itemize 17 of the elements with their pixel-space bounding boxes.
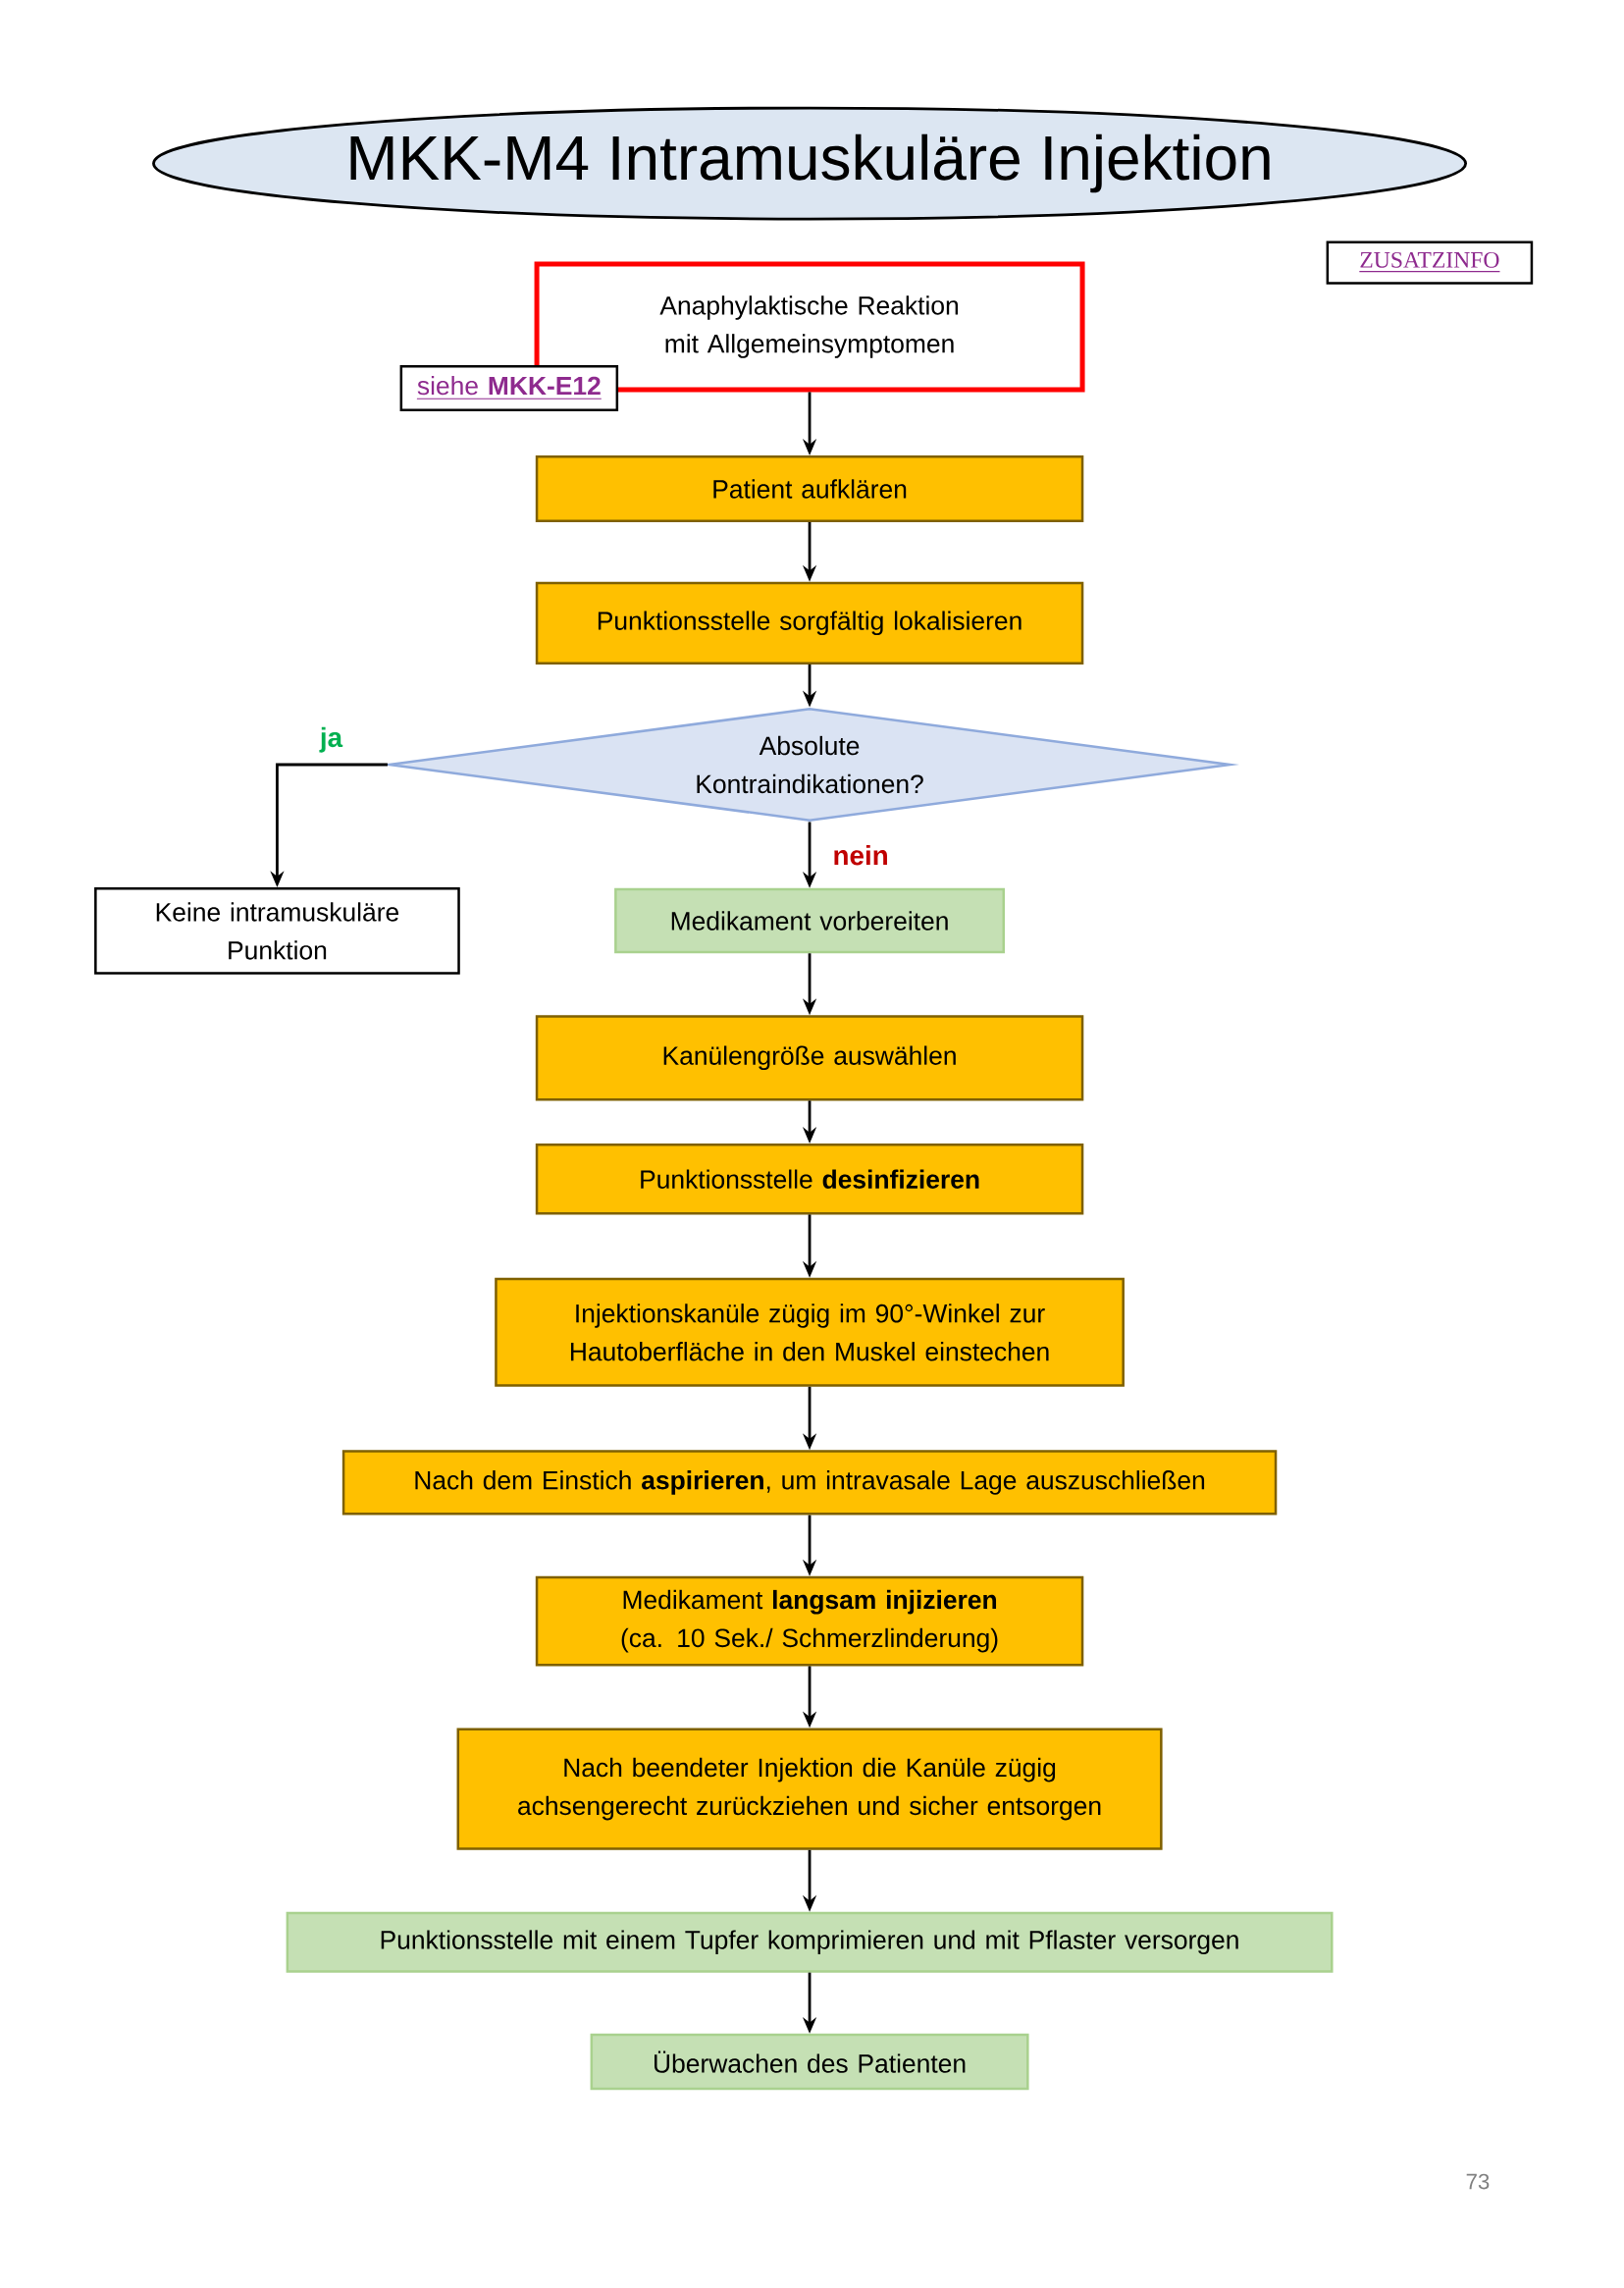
- process-box: Punktionsstelle sorgfältig lokalisieren: [536, 581, 1084, 665]
- process-box: Überwachen des Patienten: [590, 2033, 1029, 2091]
- link-box: siehe MKK-E12: [399, 364, 619, 411]
- process-box: Patient aufklären: [536, 455, 1084, 522]
- process-box: Medikament vorbereiten: [614, 887, 1006, 954]
- process-box: Punktionsstelle mit einem Tupfer komprimieren und mit Pflaster versorgen: [286, 1911, 1334, 1973]
- link-box: ZUSATZINFO: [1326, 240, 1534, 285]
- process-box: Keine intramuskuläre Punktion: [94, 887, 460, 975]
- process-box: Kanülengröße auswählen: [536, 1015, 1084, 1101]
- process-box: Punktionsstelle desinfizieren: [536, 1144, 1084, 1215]
- edge-label: nein: [834, 845, 888, 866]
- process-box: Nach beendeter Injektion die Kanüle zügig achsengerecht zurückziehen und sicher entsorgen: [456, 1728, 1163, 1850]
- process-box: Nach dem Einstich aspirieren, um intravasale Lage auszuschließen: [342, 1450, 1278, 1516]
- edge-label: ja: [319, 726, 343, 753]
- page-number: 73: [1466, 2173, 1490, 2190]
- process-box: Injektionskanüle zügig im 90°-Winkel zur Hautoberfläche in den Muskel einstechen: [495, 1277, 1126, 1387]
- process-box: Medikament langsam injizieren (ca. 10 Sek./ Schmerzlinderung): [536, 1575, 1084, 1667]
